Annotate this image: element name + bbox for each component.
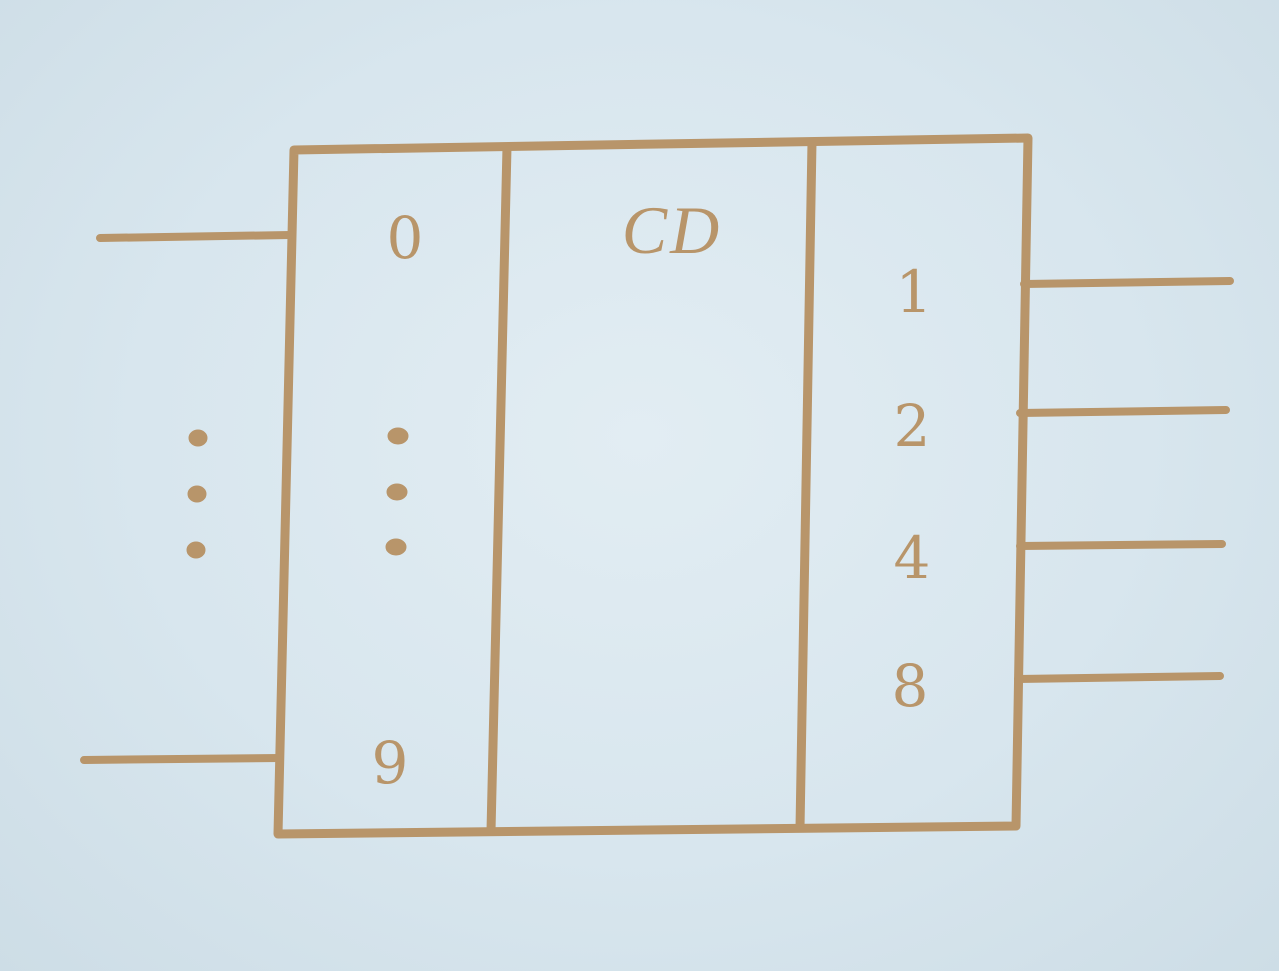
output-line-1 [1020,277,1234,288]
output-label-8: 8 [892,652,929,720]
input-label-0: 0 [387,204,424,272]
input-lines-ellipsis [186,429,208,559]
input-labels-ellipsis [385,427,409,556]
input-line-9 [80,754,284,764]
output-column-divider [795,137,817,833]
function-label: CD [622,192,722,268]
output-label-4: 4 [894,524,931,592]
output-line-4 [1016,540,1226,550]
output-label-1: 1 [896,258,933,326]
output-label-2: 2 [894,392,931,460]
output-line-8 [1014,672,1224,683]
output-line-2 [1016,406,1230,417]
input-label-9: 9 [372,729,409,797]
input-line-0 [96,231,294,242]
outer-box [273,133,1033,839]
input-column-divider [486,142,512,836]
